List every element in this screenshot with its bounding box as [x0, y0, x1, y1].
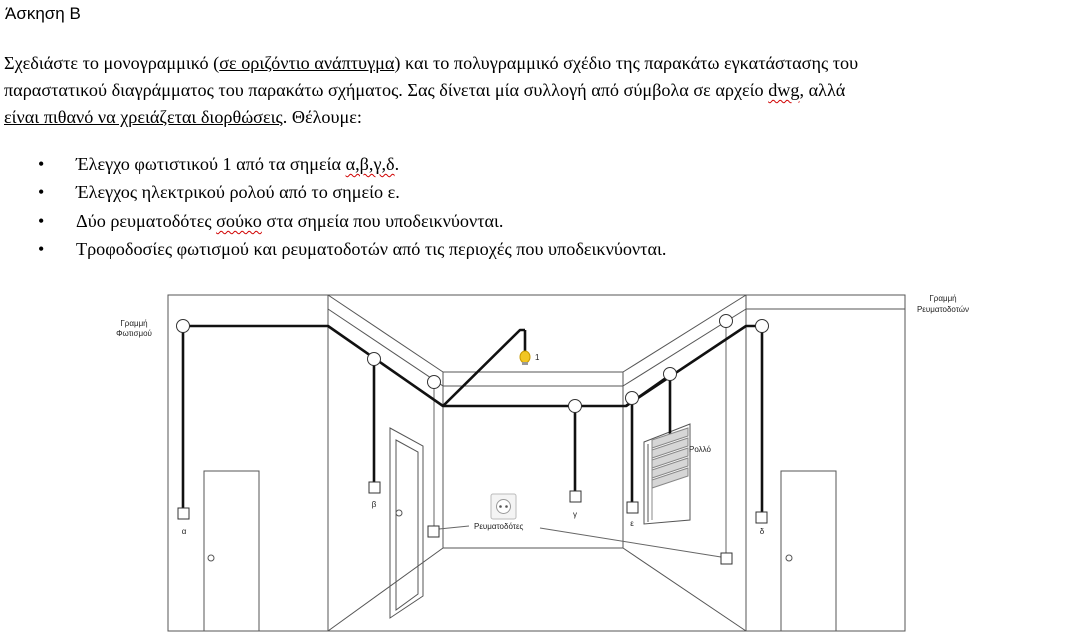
junction-box	[719, 314, 733, 328]
paragraph-text: . Θέλουμε:	[282, 107, 362, 127]
bullet-icon: •	[38, 154, 45, 174]
switch-points	[177, 481, 768, 565]
paragraph-text: Σχεδιάστε το μονογραμμικό (	[4, 53, 220, 73]
bullet-icon: •	[38, 182, 45, 203]
requirements-list: • Έλεγχο φωτιστικού 1 από τα σημεία α,β,γ…	[38, 150, 666, 264]
list-item-text: στα σημεία που υποδεικνύονται.	[261, 210, 504, 231]
junction-boxes	[176, 314, 769, 413]
exercise-title: Άσκηση Β	[5, 4, 81, 23]
junction-box	[427, 375, 441, 389]
junction-box	[176, 319, 190, 333]
switch-g	[569, 490, 582, 503]
list-item-text: .	[394, 154, 400, 174]
lamp-icon	[519, 350, 531, 365]
list-item-text: Δύο ρευματοδότες	[76, 210, 217, 231]
lamp-label: 1	[535, 353, 540, 362]
socket-line-label: Γραμμή	[929, 294, 956, 303]
switch-d	[755, 511, 768, 524]
paragraph-text: παραστατικού διαγράμματος του παρακάτω σ…	[4, 80, 769, 100]
roller-shutter-icon	[651, 427, 689, 520]
paragraph-text: ) και το πολυγραμμικό σχέδιο της παρακάτ…	[394, 53, 859, 73]
paragraph-line-3: είναι πιθανό να χρειάζεται διορθώσεις. Θ…	[4, 104, 1086, 131]
left-door	[203, 470, 260, 632]
instructions-paragraph: Σχεδιάστε το μονογραμμικό (σε οριζόντιο …	[4, 50, 1086, 131]
spellcheck-word: σούκο	[216, 210, 262, 231]
shutter-label: Ρολλό	[689, 445, 712, 454]
paragraph-text: , αλλά	[799, 80, 846, 100]
list-item: • Έλεγχος ηλεκτρικού ρολού από το σημείο …	[38, 178, 666, 206]
paragraph-line-1: Σχεδιάστε το μονογραμμικό (σε οριζόντιο …	[4, 50, 1086, 77]
switch-e	[626, 501, 639, 514]
switch-a	[177, 507, 190, 520]
paragraph-line-2: παραστατικού διαγράμματος του παρακάτω σ…	[4, 77, 1086, 104]
switch-label-a: α	[182, 527, 187, 536]
switch-b	[368, 481, 381, 494]
switch-label-g: γ	[573, 510, 577, 519]
hall-door	[389, 427, 424, 619]
sockets-label: Ρευματοδότες	[474, 522, 524, 531]
junction-box	[663, 367, 677, 381]
thin-feed-lines	[433, 321, 727, 559]
bullet-icon: •	[38, 239, 45, 260]
switch-label-b: β	[372, 500, 377, 509]
list-item: • Τροφοδοσίες φωτισμού και ρευματοδοτών α…	[38, 235, 666, 263]
lighting-line-label: Γραμμή	[120, 319, 147, 328]
junction-box	[568, 399, 582, 413]
socket-left	[427, 525, 440, 538]
underlined-phrase: είναι πιθανό να χρειάζεται διορθώσεις	[4, 107, 283, 127]
junction-box	[755, 319, 769, 333]
underlined-phrase: σε οριζόντιο ανάπτυγμα	[219, 53, 395, 73]
spellcheck-word: dwg	[768, 80, 800, 100]
switch-label-d: δ	[760, 527, 765, 536]
bullet-icon: •	[38, 210, 45, 231]
socket-right	[720, 552, 733, 565]
list-item-text: Έλεγχο φωτιστικού 1 από τα σημεία	[76, 154, 346, 174]
lighting-circuit	[181, 324, 764, 517]
lighting-line-label: Φωτισμού	[116, 329, 152, 338]
socket-line-label: Ρευματοδοτών	[917, 305, 969, 314]
list-item-text: Τροφοδοσίες φωτισμού και ρευματοδοτών απ…	[76, 239, 667, 260]
list-item-text: Έλεγχος ηλεκτρικού ρολού από το σημείο ε…	[76, 182, 400, 203]
list-item: • Έλεγχο φωτιστικού 1 από τα σημεία α,β,γ…	[38, 150, 666, 178]
switch-label-e: ε	[630, 519, 634, 528]
socket-outlet-icon	[490, 493, 517, 520]
junction-box	[367, 352, 381, 366]
junction-box	[625, 391, 639, 405]
window-frame	[643, 423, 691, 525]
right-door	[780, 470, 837, 632]
room-outline	[167, 294, 906, 632]
list-item: • Δύο ρευματοδότες σούκο στα σημεία που υ…	[38, 207, 666, 235]
spellcheck-word: α,β,γ,δ	[345, 154, 395, 174]
